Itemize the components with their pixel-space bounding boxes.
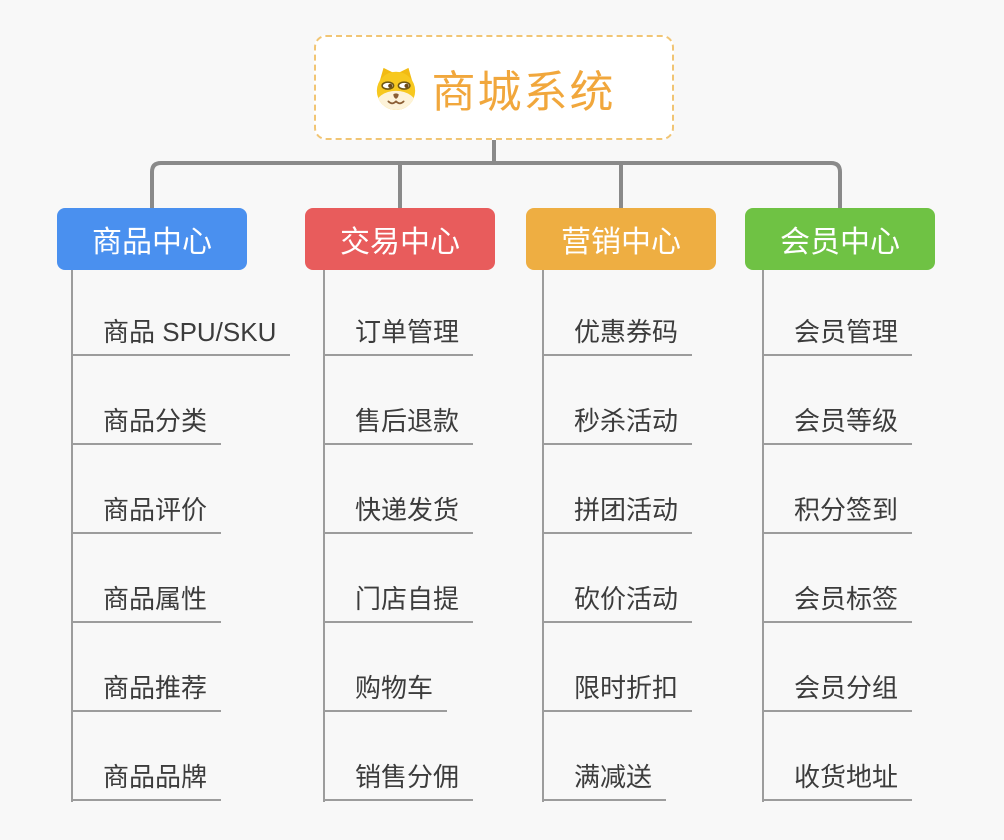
leaf-node[interactable]: 商品 SPU/SKU (71, 316, 291, 356)
leaf-node[interactable]: 优惠券码 (542, 316, 693, 356)
branch-node-member[interactable]: 会员中心 (745, 208, 935, 270)
root-node[interactable]: 商城系统 (314, 35, 674, 140)
leaf-node[interactable]: 门店自提 (323, 583, 474, 623)
root-title: 商城系统 (431, 67, 616, 117)
leaf-node[interactable]: 会员等级 (762, 405, 913, 445)
leaf-node[interactable]: 商品评价 (71, 494, 222, 534)
branch-node-product[interactable]: 商品中心 (57, 208, 247, 270)
leaf-node[interactable]: 会员管理 (762, 316, 913, 356)
leaf-node[interactable]: 购物车 (323, 672, 448, 712)
leaf-node[interactable]: 商品推荐 (71, 672, 222, 712)
leaf-node[interactable]: 会员标签 (762, 583, 913, 623)
leaf-node[interactable]: 商品品牌 (71, 761, 222, 801)
leaf-node[interactable]: 商品属性 (71, 583, 222, 623)
leaf-node[interactable]: 售后退款 (323, 405, 474, 445)
leaf-node[interactable]: 会员分组 (762, 672, 913, 712)
leaf-node[interactable]: 限时折扣 (542, 672, 693, 712)
leaf-node[interactable]: 销售分佣 (323, 761, 474, 801)
leaf-node[interactable]: 积分签到 (762, 494, 913, 534)
leaf-node[interactable]: 秒杀活动 (542, 405, 693, 445)
branch-node-marketing[interactable]: 营销中心 (526, 208, 716, 270)
leaf-node[interactable]: 满减送 (542, 761, 667, 801)
branch-node-trade[interactable]: 交易中心 (305, 208, 495, 270)
leaf-node[interactable]: 商品分类 (71, 405, 222, 445)
leaf-node[interactable]: 收货地址 (762, 761, 913, 801)
doge-icon (376, 67, 415, 110)
leaf-node[interactable]: 快递发货 (323, 494, 474, 534)
leaf-node[interactable]: 拼团活动 (542, 494, 693, 534)
leaf-node[interactable]: 砍价活动 (542, 583, 693, 623)
leaf-node[interactable]: 订单管理 (323, 316, 474, 356)
